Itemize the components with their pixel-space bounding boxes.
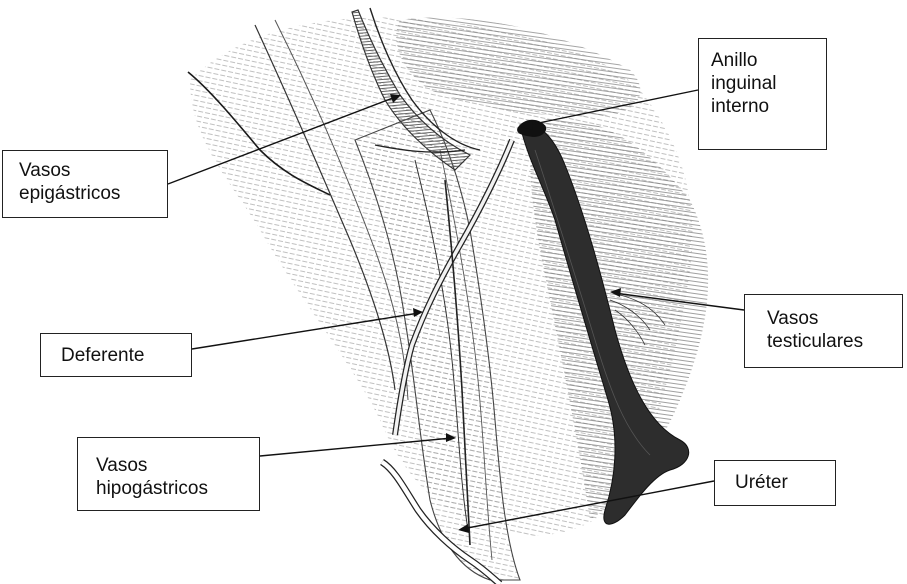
label-line: epigástricos [19,182,157,205]
label-line: hipogástricos [96,477,249,500]
label-line: Anillo [711,49,816,72]
label-line: Uréter [735,471,825,494]
label-ureter: Uréter [714,460,836,506]
label-line: Vasos [19,159,157,182]
label-line: Vasos [767,307,892,330]
label-anillo-inguinal-interno: Anillo inguinal interno [698,38,827,150]
label-deferente: Deferente [40,333,192,377]
label-line: Vasos [96,454,249,477]
label-line: inguinal [711,72,816,95]
label-line: interno [711,95,816,118]
label-line: testiculares [767,330,892,353]
label-vasos-hipogastricos: Vasos hipogástricos [77,437,260,511]
label-vasos-epigastricos: Vasos epigástricos [2,150,168,218]
label-line: Deferente [61,344,181,367]
label-vasos-testiculares: Vasos testiculares [744,294,903,368]
